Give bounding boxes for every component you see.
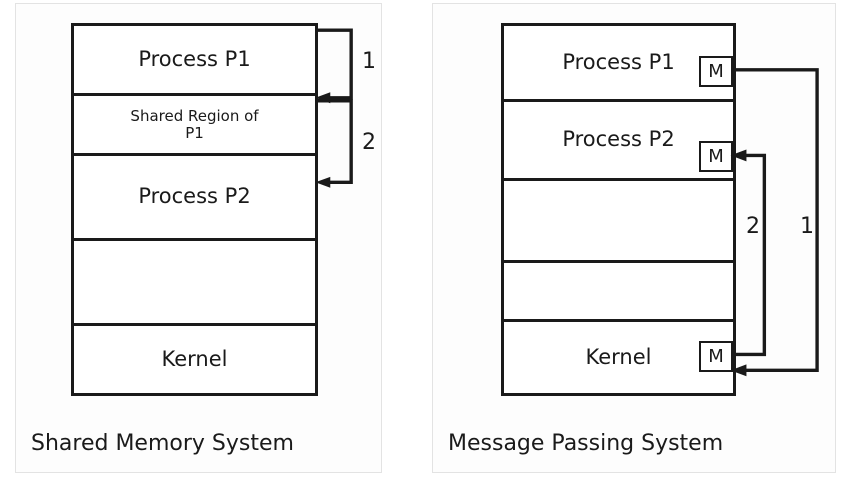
mp-row-kernel-label: Kernel xyxy=(585,344,652,369)
arrow-2-number: 2 xyxy=(362,130,376,155)
row-process-p1-label: Process P1 xyxy=(138,46,251,71)
mp-row-process-p2: Process P2 xyxy=(504,102,733,181)
mp-row-process-p1: Process P1 xyxy=(504,26,733,102)
shared-memory-caption: Shared Memory System xyxy=(31,431,294,456)
shared-memory-address-space-box: Process P1 Shared Region of P1 Process P… xyxy=(71,23,318,396)
mp-row-process-p1-label: Process P1 xyxy=(562,49,675,74)
message-box-process-p2-label: M xyxy=(708,145,724,167)
shared-memory-panel: Process P1 Shared Region of P1 Process P… xyxy=(15,3,382,473)
mp-arrow-2-number: 2 xyxy=(746,214,760,239)
arrow-1-number: 1 xyxy=(362,49,376,74)
message-box-kernel-label: M xyxy=(708,345,724,367)
message-passing-caption: Message Passing System xyxy=(448,431,724,456)
row-shared-region-label: Shared Region of P1 xyxy=(130,106,259,142)
row-process-p2: Process P2 xyxy=(74,156,315,241)
message-box-process-p1: M xyxy=(699,56,733,87)
message-passing-address-space-box: Process P1 Process P2 Kernel xyxy=(501,23,736,396)
mp-row-empty-upper xyxy=(504,181,733,263)
mp-arrow-1-number: 1 xyxy=(800,214,814,239)
message-box-process-p2: M xyxy=(699,141,733,172)
row-kernel-label: Kernel xyxy=(161,346,228,371)
row-process-p1: Process P1 xyxy=(74,26,315,96)
row-empty-space xyxy=(74,241,315,326)
row-kernel: Kernel xyxy=(74,326,315,393)
arrow-2-path xyxy=(316,99,353,184)
message-box-process-p1-label: M xyxy=(708,60,724,82)
row-process-p2-label: Process P2 xyxy=(138,184,251,209)
arrow-1-path xyxy=(316,28,353,100)
mp-row-process-p2-label: Process P2 xyxy=(562,127,675,152)
mp-row-kernel: Kernel xyxy=(504,322,733,393)
mp-row-empty-lower xyxy=(504,263,733,322)
mp-arrow-2-path xyxy=(731,153,767,357)
row-shared-region: Shared Region of P1 xyxy=(74,96,315,156)
message-passing-panel: Process P1 Process P2 Kernel M M M xyxy=(432,3,836,473)
message-box-kernel: M xyxy=(699,341,733,372)
